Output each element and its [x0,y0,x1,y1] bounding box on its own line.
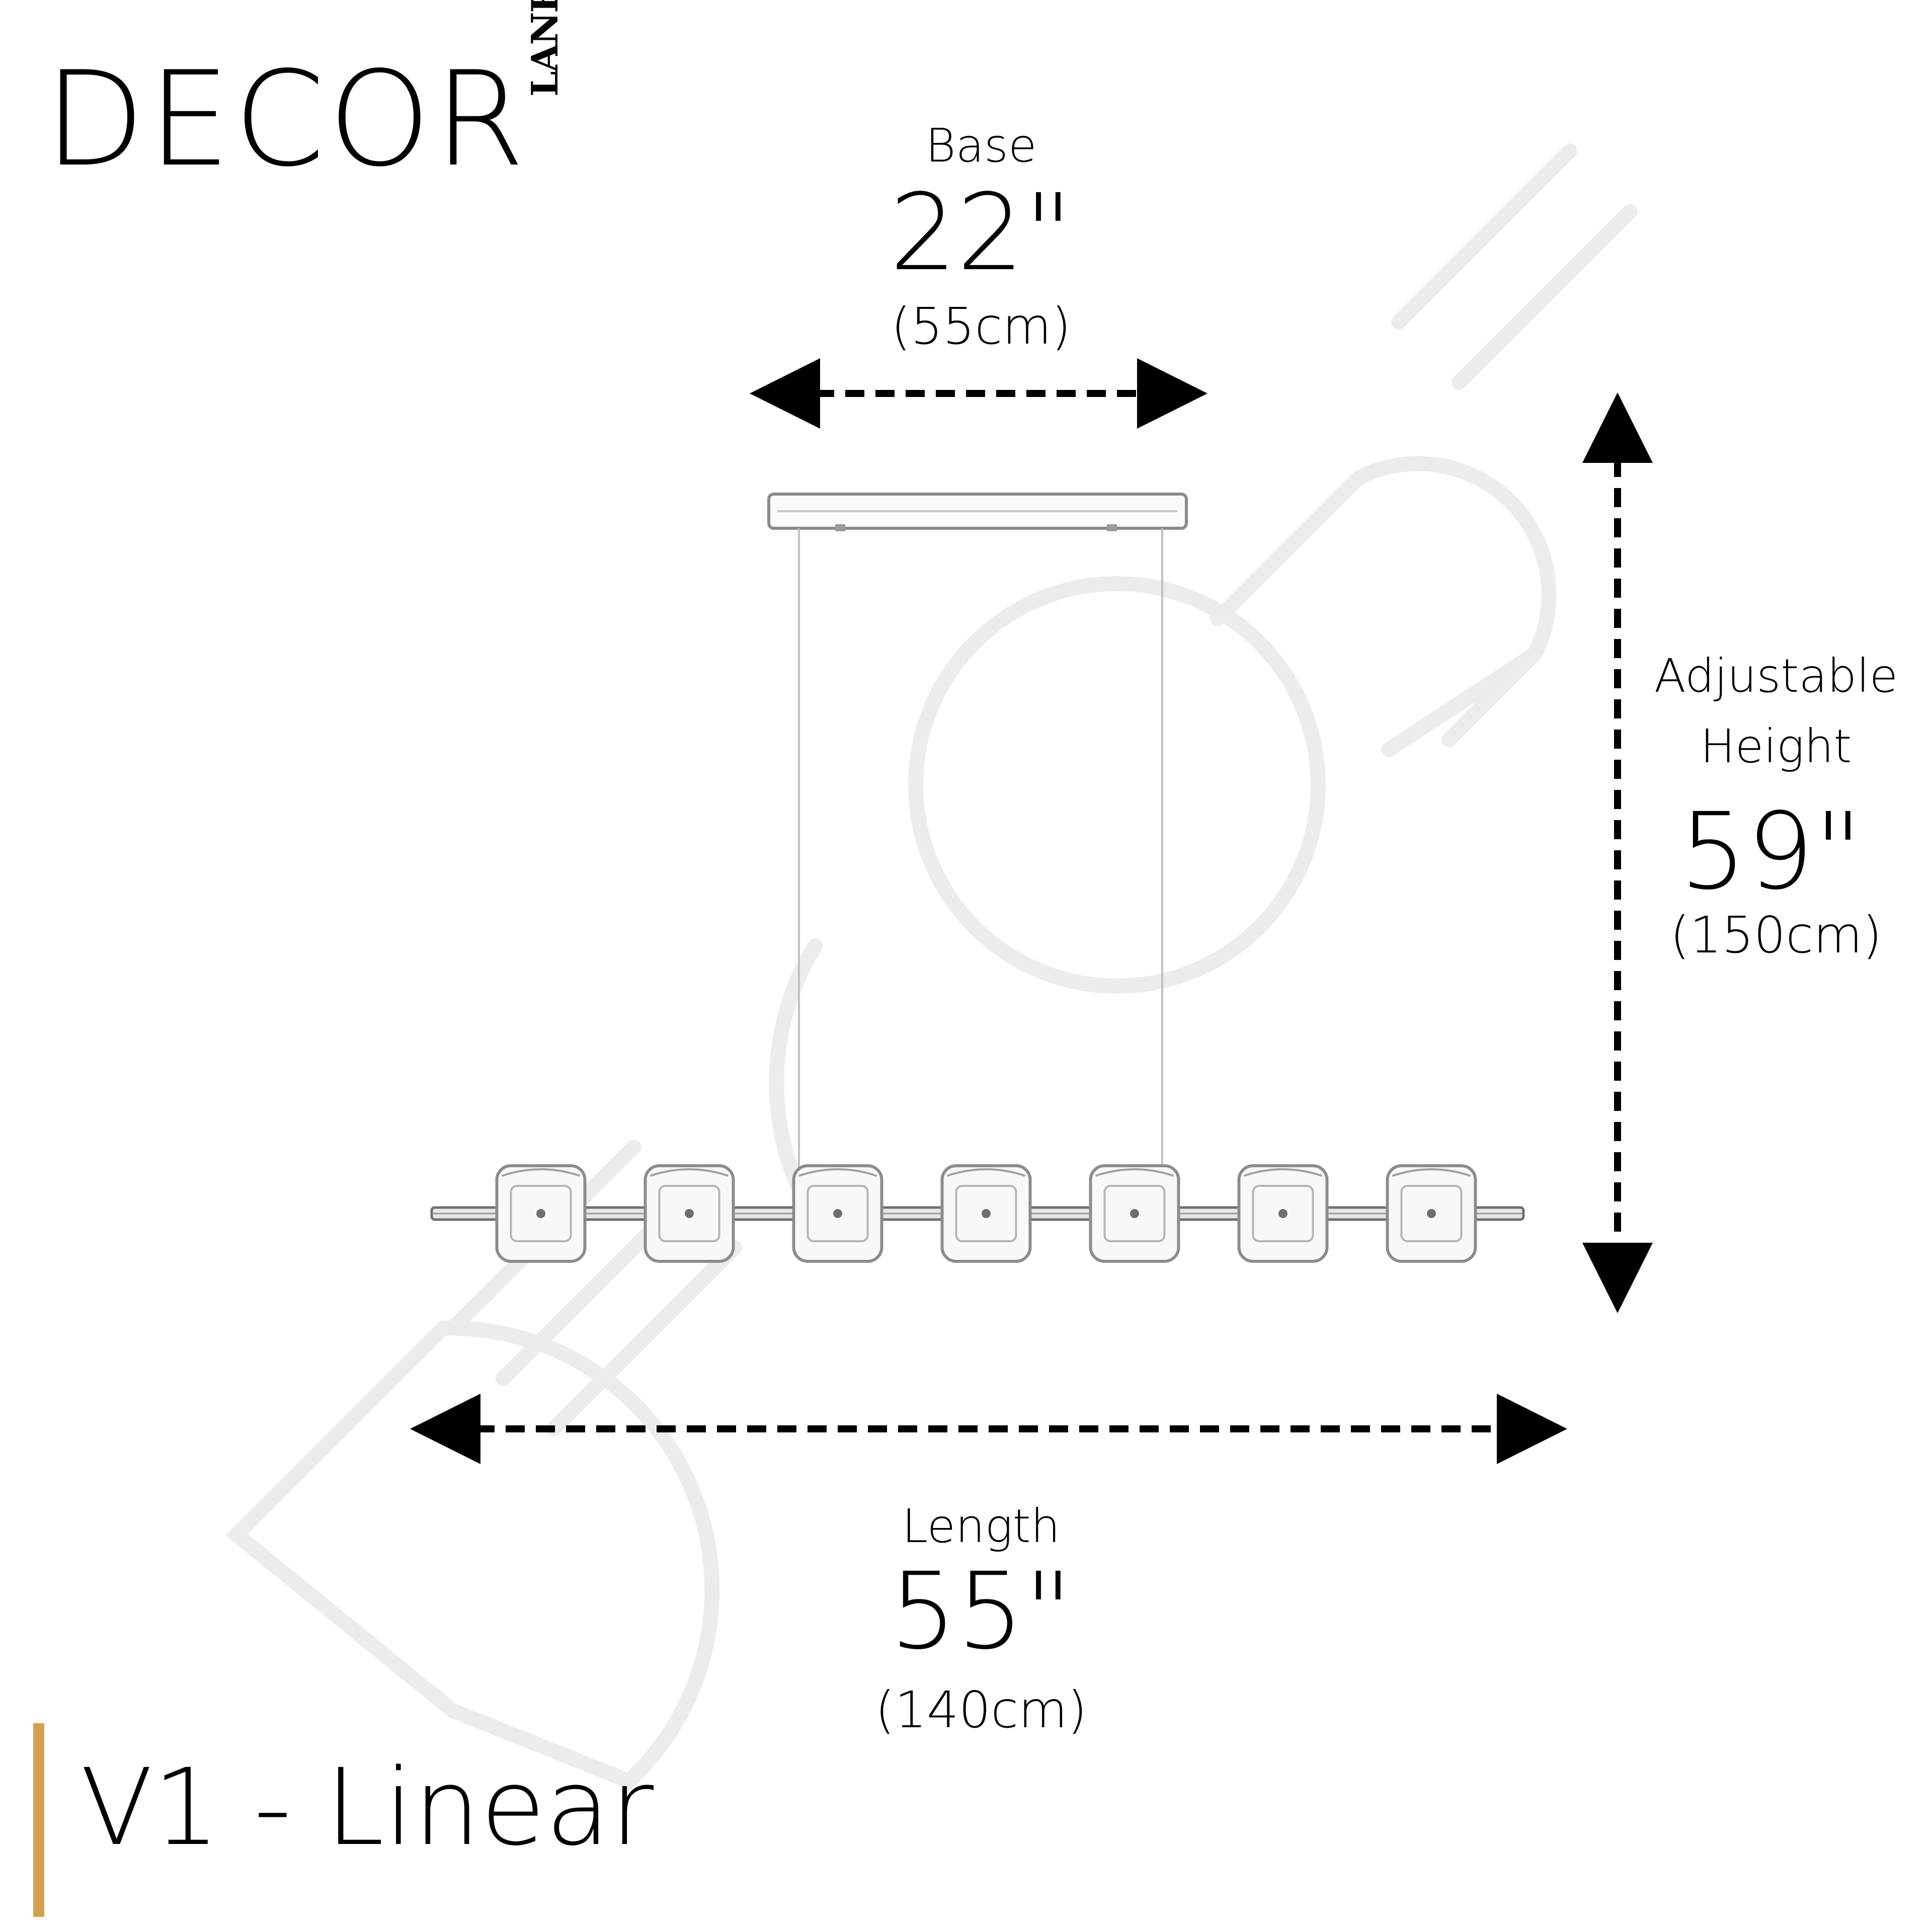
base-inches: 22" [890,171,1073,294]
pendant-light-7 [1386,1164,1477,1263]
base-label: Base [925,119,1037,173]
pendant-lights [495,1164,1477,1263]
pendant-light-5 [1089,1164,1180,1263]
canopy-base [767,493,1188,531]
height-label-line1: Adjustable [1654,649,1898,703]
pendant-light-1 [495,1164,587,1263]
product-title: V1 - Linear [80,1746,654,1869]
pendant-light-3 [792,1164,883,1263]
height-cm: (150cm) [1670,906,1882,964]
height-inches: 59" [1679,790,1863,913]
title-accent-bar [33,1723,44,1917]
height-label-line2: Height [1700,719,1852,773]
pendant-light-4 [940,1164,1032,1263]
length-cm: (140cm) [875,1680,1087,1739]
base-cm: (55cm) [891,297,1071,356]
pendant-light-6 [1237,1164,1329,1263]
length-inches: 55" [890,1550,1073,1673]
length-label: Length [902,1499,1061,1553]
brand-logo: DECOR [44,44,528,196]
pendant-light-2 [643,1164,735,1263]
